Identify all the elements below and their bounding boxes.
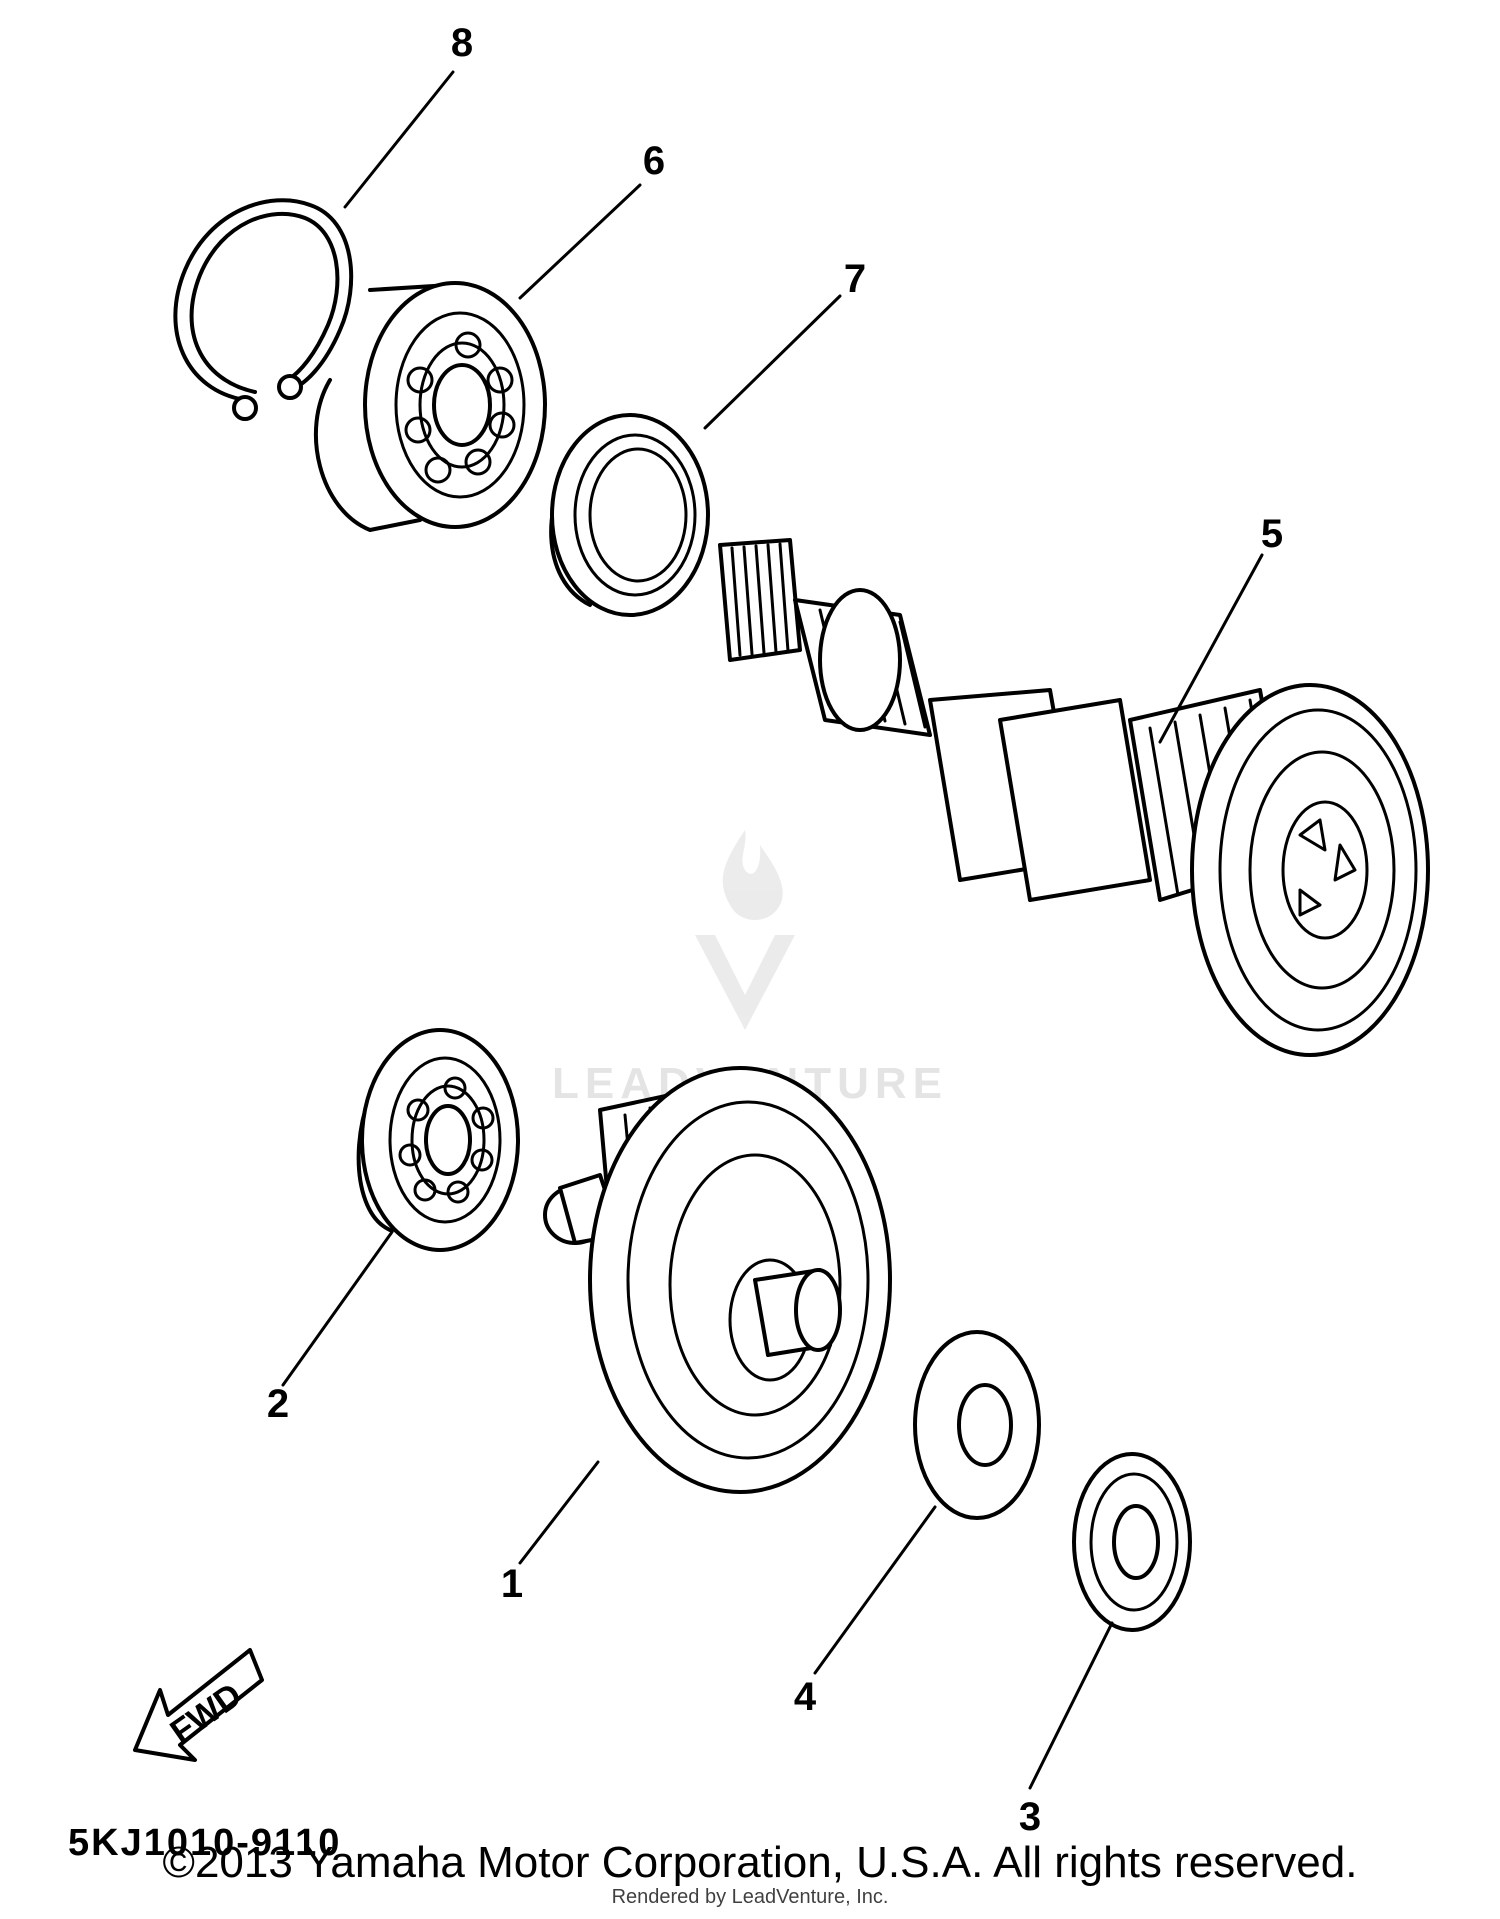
part-7-oil-seal <box>549 413 710 617</box>
part-4-washer <box>913 1330 1041 1520</box>
leader-lines <box>281 70 1264 1790</box>
diagram-code: 5KJ1010-9110 <box>68 1822 341 1864</box>
callout-4: 4 <box>794 1675 817 1719</box>
rendered-by-text: Rendered by LeadVenture, Inc. <box>611 1886 889 1908</box>
part-2-bearing <box>356 1028 520 1252</box>
part-1-gear <box>543 1066 892 1494</box>
callout-5: 5 <box>1261 512 1283 556</box>
part-3-washer <box>1072 1452 1192 1632</box>
callout-1: 1 <box>501 1562 523 1606</box>
fwd-arrow-icon: FWD <box>133 1648 264 1762</box>
callout-2: 2 <box>267 1382 289 1426</box>
callout-6: 6 <box>643 139 665 183</box>
watermark-logo <box>695 830 795 1030</box>
callout-3: 3 <box>1019 1795 1041 1839</box>
part-6-bearing <box>314 281 547 532</box>
part-5-shaft-gear <box>718 538 1430 1057</box>
callout-8: 8 <box>451 21 473 65</box>
part-8-circlip <box>173 198 354 421</box>
callout-7: 7 <box>844 257 866 301</box>
copyright-text: ©2013 Yamaha Motor Corporation, U.S.A. A… <box>162 1838 1358 1887</box>
